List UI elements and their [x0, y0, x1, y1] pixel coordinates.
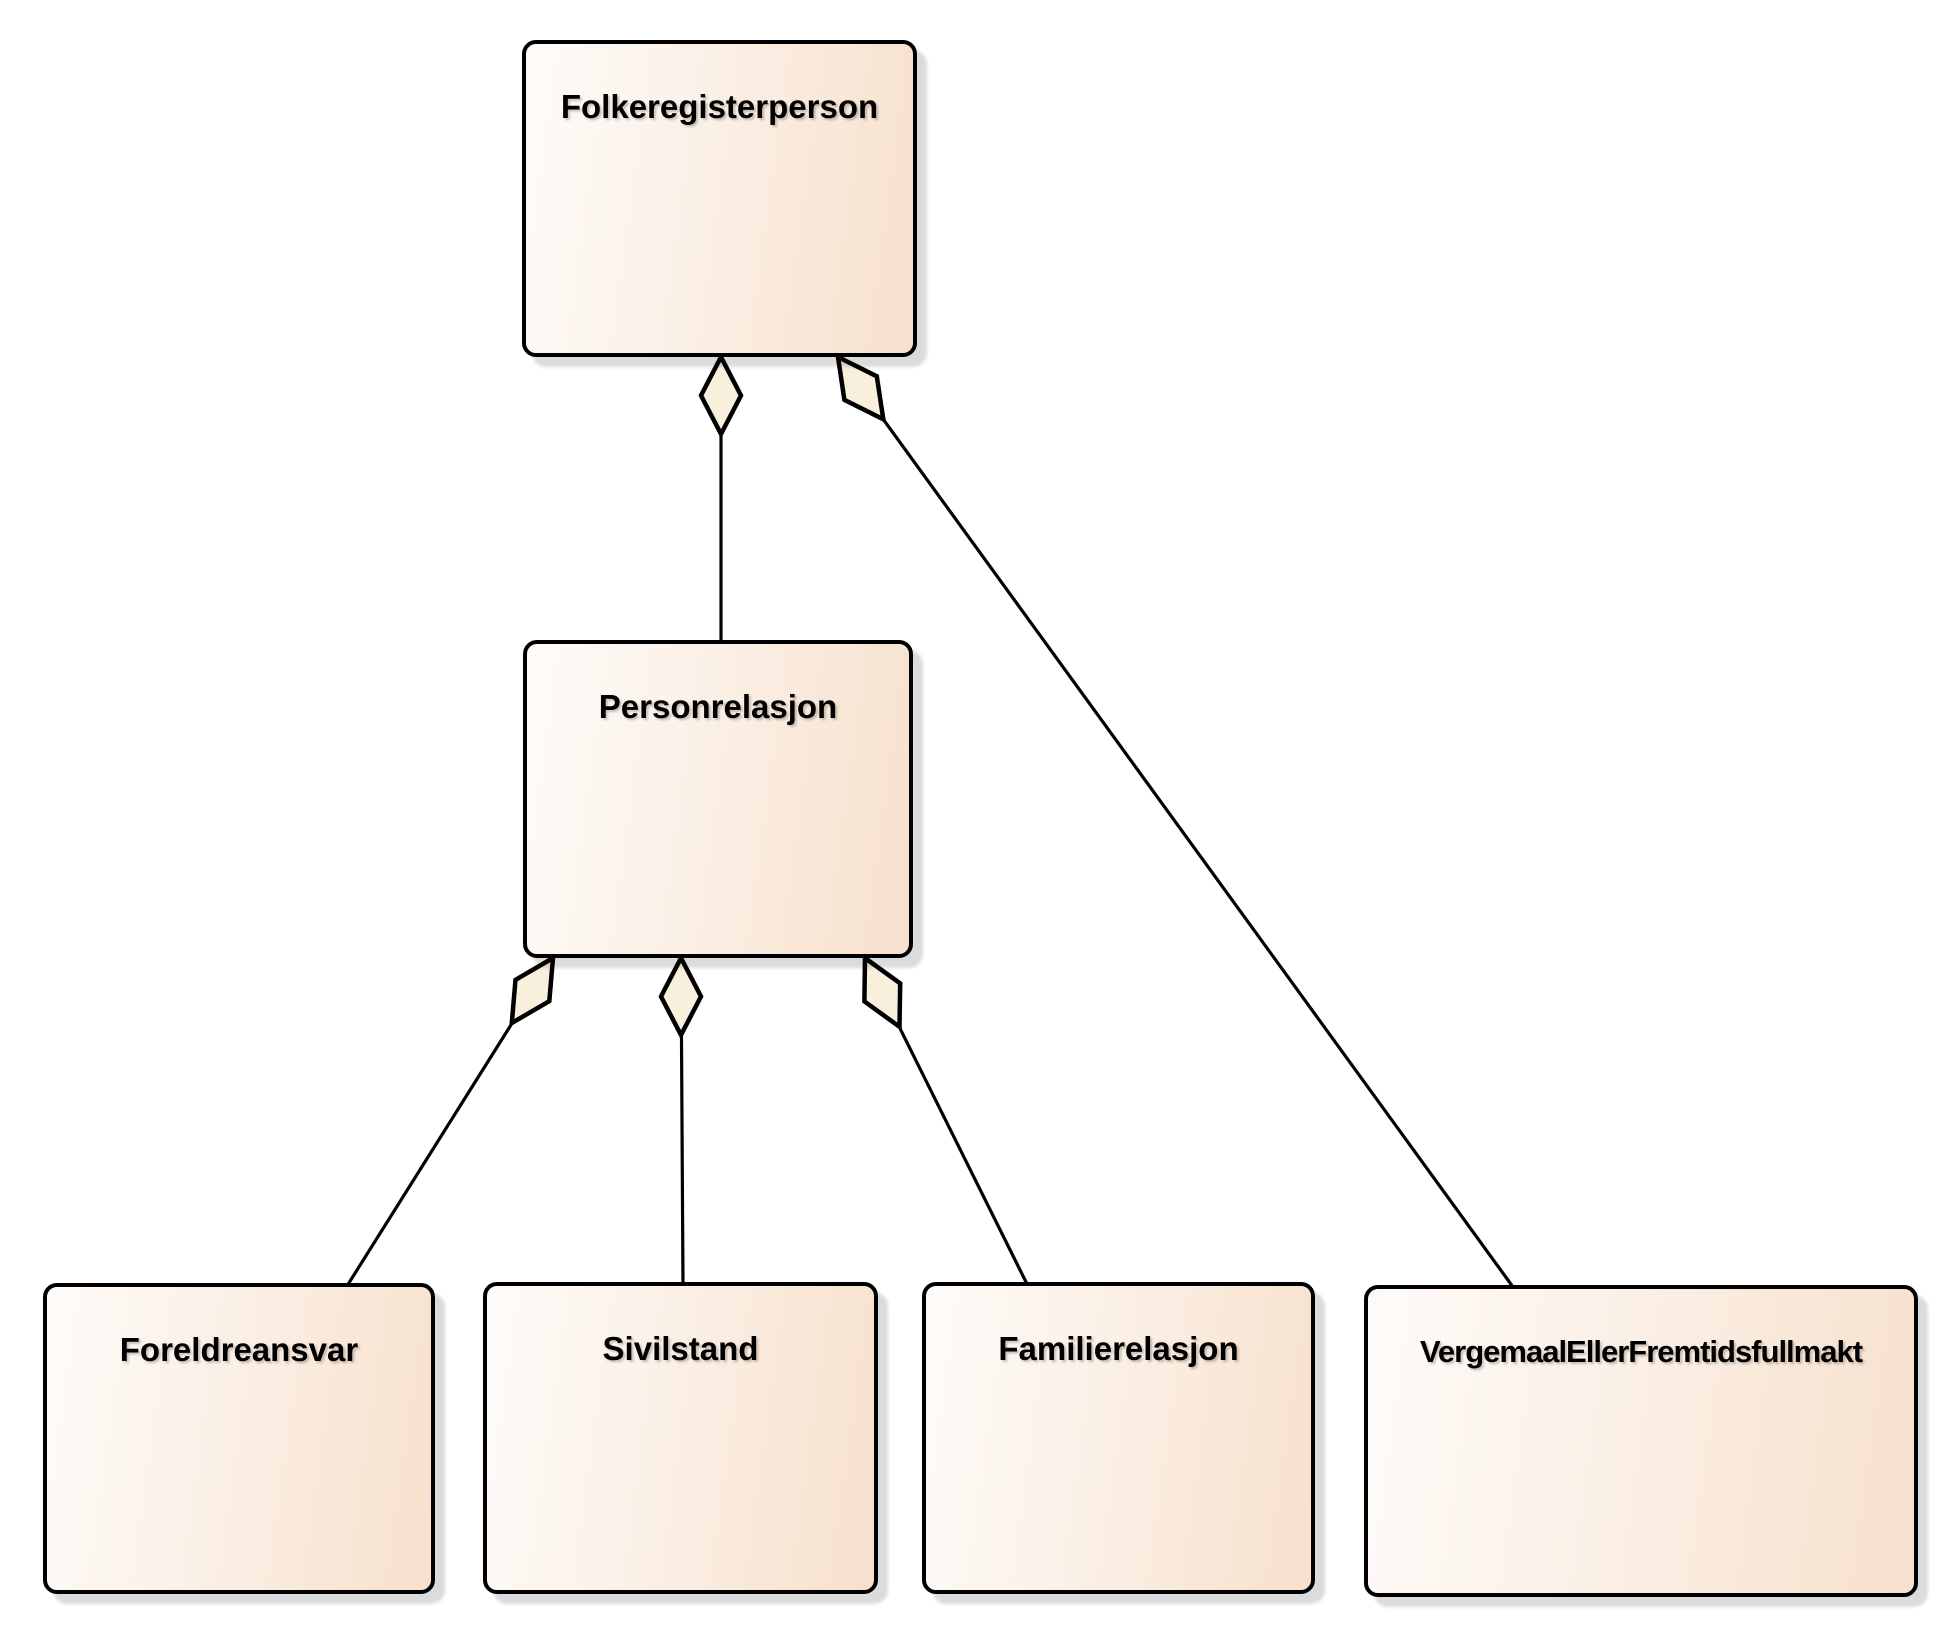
aggregation-diamond — [862, 953, 903, 1032]
edge-personrelasjon-familierelasjon — [862, 953, 1030, 1287]
aggregation-diamond — [658, 953, 704, 1040]
node-label: Sivilstand — [602, 1330, 759, 1367]
node-foreldreansvar[interactable]: Foreldreansvar — [43, 1283, 435, 1594]
edge-folkeregisterperson-vergemaal — [835, 353, 1515, 1288]
node-familierelasjon[interactable]: Familierelasjon — [922, 1282, 1315, 1594]
node-label: Familierelasjon — [998, 1330, 1239, 1367]
edge-personrelasjon-foreldreansvar — [345, 953, 556, 1287]
node-personrelasjon[interactable]: Personrelasjon — [523, 640, 913, 958]
node-label: Folkeregisterperson — [560, 88, 879, 125]
node-label: Personrelasjon — [598, 688, 838, 725]
node-label: Foreldreansvar — [119, 1331, 359, 1368]
node-vergemaal-eller-fremtidsfullmakt[interactable]: VergemaalEllerFremtidsfullmakt — [1364, 1285, 1918, 1597]
edge-personrelasjon-sivilstand — [658, 953, 704, 1287]
aggregation-diamond — [509, 953, 556, 1028]
aggregation-diamond — [698, 352, 744, 439]
aggregation-diamond — [835, 353, 887, 424]
node-label: VergemaalEllerFremtidsfullmakt — [1419, 1334, 1863, 1369]
node-sivilstand[interactable]: Sivilstand — [483, 1282, 878, 1594]
edge-folkeregisterperson-personrelasjon — [698, 352, 744, 644]
edge-line — [836, 356, 1515, 1288]
node-folkeregisterperson[interactable]: Folkeregisterperson — [522, 40, 917, 357]
